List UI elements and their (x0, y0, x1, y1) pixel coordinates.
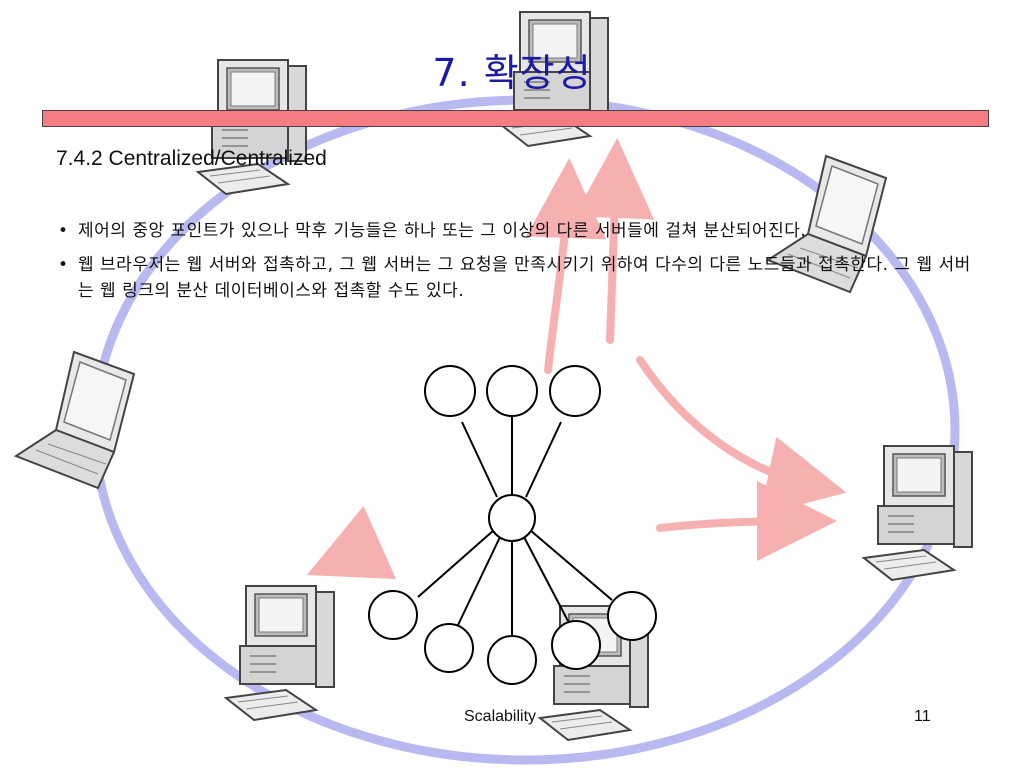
footer-label: Scalability (464, 708, 537, 725)
bullet-mark: • (58, 255, 69, 275)
bullet-text: 제어의 중앙 포인트가 있으나 막후 기능들은 하나 또는 그 이상의 다른 서… (78, 221, 807, 241)
bullet-item: • 웹 브라우저는 웹 서버와 접촉하고, 그 웹 서버는 그 요청을 만족시키… (56, 252, 986, 304)
bullet-list: • 제어의 중앙 포인트가 있으나 막후 기능들은 하나 또는 그 이상의 다른… (56, 218, 986, 312)
desktop-computer-icon (225, 585, 335, 721)
tree-node (551, 620, 601, 670)
tree-node (486, 365, 538, 417)
slide-title: 7. 확장성 (432, 51, 592, 95)
page-number: 11 (914, 708, 931, 725)
bullet-item: • 제어의 중앙 포인트가 있으나 막후 기능들은 하나 또는 그 이상의 다른… (56, 218, 986, 244)
tree-node (424, 623, 474, 673)
tree-node (368, 590, 418, 640)
request-arrows (306, 138, 847, 580)
desktop-computer-icon (863, 445, 973, 581)
tree-node (487, 635, 537, 685)
tree-node (549, 365, 601, 417)
tree-node-center (488, 494, 536, 542)
laptop-icon (15, 351, 135, 489)
node-tree (368, 365, 657, 685)
slide-subtitle: 7.4.2 Centralized/Centralized (56, 147, 327, 170)
tree-node (607, 591, 657, 641)
title-bar (42, 110, 989, 127)
bullet-mark: • (58, 221, 69, 241)
bullet-text: 웹 브라우저는 웹 서버와 접촉하고, 그 웹 서버는 그 요청을 만족시키기 … (78, 255, 971, 301)
tree-node (424, 365, 476, 417)
